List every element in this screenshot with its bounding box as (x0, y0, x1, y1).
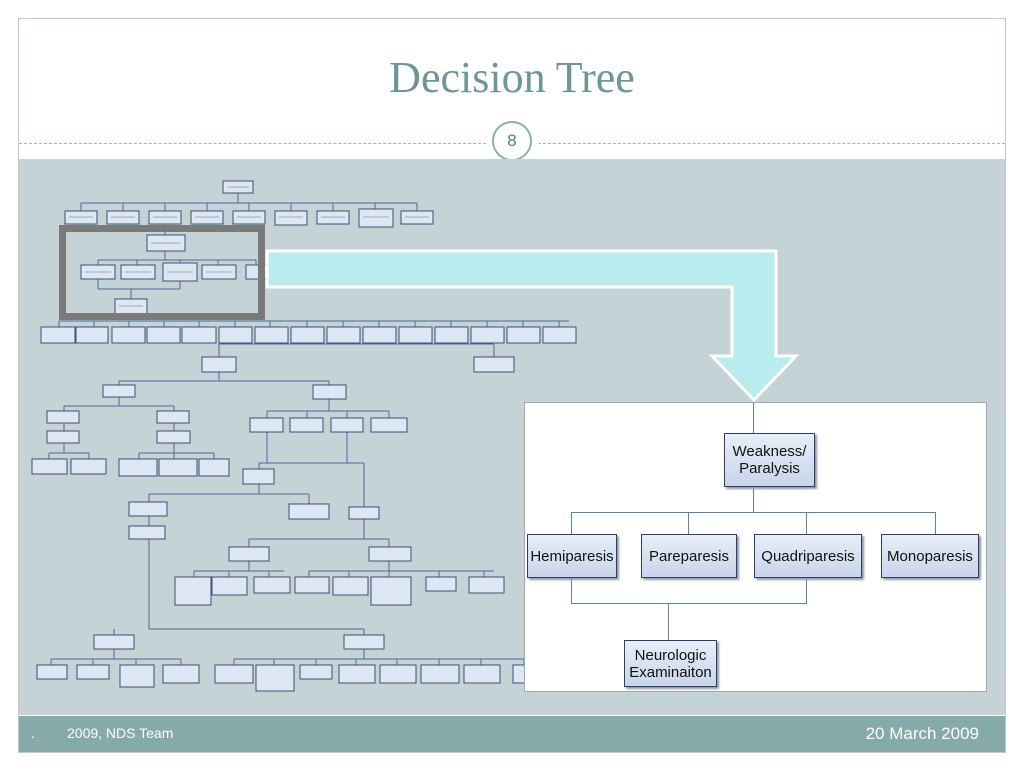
highlight-box (59, 225, 265, 320)
connector-children-bar (571, 512, 935, 513)
connector-top (753, 403, 754, 433)
zoom-arrow (265, 249, 800, 403)
slide-frame (18, 18, 1006, 753)
connector-quadri-down (806, 578, 807, 603)
footer-bullet: . (31, 725, 35, 741)
connector-hemi-down (571, 578, 572, 603)
zoomed-tree-panel: Weakness/ Paralysis Hemiparesis Parepare… (524, 402, 987, 692)
overview-connectors (48, 193, 569, 665)
footer-bar: . 2009, NDS Team 20 March 2009 (19, 716, 1005, 752)
connector-grandchild-bar (571, 603, 807, 604)
content-area: Weakness/ Paralysis Hemiparesis Parepare… (19, 159, 1005, 715)
overview-nodes (31, 180, 577, 692)
connector-pareparesis (688, 512, 689, 534)
node-neurologic-examination: Neurologic Examinaiton (624, 640, 717, 687)
footer-team: 2009, NDS Team (67, 725, 174, 741)
node-pareparesis: Pareparesis (641, 534, 737, 578)
node-quadriparesis: Quadriparesis (754, 534, 862, 578)
slide-number: 8 (492, 121, 532, 161)
decision-tree-overview (31, 180, 577, 692)
node-hemiparesis: Hemiparesis (527, 534, 617, 578)
footer-date: 20 March 2009 (865, 724, 979, 743)
connector-monoparesis (935, 512, 936, 534)
node-monoparesis: Monoparesis (881, 534, 979, 578)
slide-title: Decision Tree (389, 53, 635, 102)
zoom-arrow-shape (265, 249, 800, 403)
node-weakness-paralysis: Weakness/ Paralysis (724, 433, 815, 487)
connector-root-down (753, 487, 754, 512)
connector-grandchild (668, 603, 669, 640)
overview-node-text-lines (69, 186, 429, 307)
connector-quadriparesis (806, 512, 807, 534)
connector-hemiparesis (571, 512, 572, 534)
